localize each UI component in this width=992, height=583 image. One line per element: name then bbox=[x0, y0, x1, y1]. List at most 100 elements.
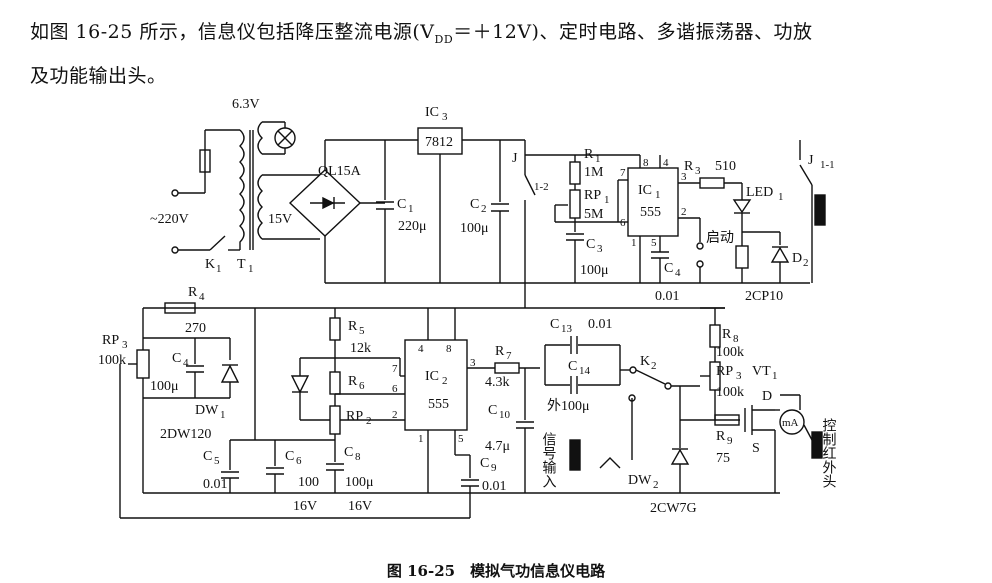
label-c2-sub: 2 bbox=[481, 203, 487, 215]
label-c3-value: 100μ bbox=[580, 263, 609, 278]
label-c1-sub: 1 bbox=[408, 203, 414, 215]
label-led: LED bbox=[746, 185, 773, 200]
label-r4: R bbox=[188, 285, 198, 300]
figure-caption: 图 16-25 模拟气功信息仪电路 bbox=[386, 562, 606, 580]
label-220v: ~220V bbox=[150, 212, 189, 227]
label-c8-value: 100μ bbox=[345, 475, 374, 490]
label-c9: C bbox=[480, 456, 489, 471]
label-ic1-pin7: 7 bbox=[620, 167, 626, 179]
label-control-output: 控制红外头 bbox=[821, 418, 837, 488]
label-ic2: IC bbox=[425, 369, 439, 384]
label-c2-value: 100μ bbox=[460, 221, 489, 236]
label-c8-sub: 8 bbox=[355, 451, 361, 463]
power-supply bbox=[171, 121, 810, 308]
label-r4-value: 270 bbox=[185, 321, 206, 336]
label-c4a-value: 0.01 bbox=[655, 289, 680, 304]
label-c4b: C bbox=[172, 351, 181, 366]
label-ic2-pin1: 1 bbox=[418, 433, 424, 445]
label-ic1-pin1: 1 bbox=[631, 237, 637, 249]
label-c4b-value: 100μ bbox=[150, 379, 179, 394]
label-6v3: 6.3V bbox=[232, 97, 260, 112]
label-rp1-pins: 1-2 bbox=[534, 181, 549, 193]
label-ic1-type: 555 bbox=[640, 205, 661, 220]
intro-text: 如图 16-25 所示，信息仪包括降压整流电源(VDD＝＋12V)、定时电路、多… bbox=[30, 14, 970, 94]
label-rp2-sub: 2 bbox=[366, 415, 372, 427]
label-ic1-pin3: 3 bbox=[681, 171, 687, 183]
label-ic1-sub: 1 bbox=[655, 189, 661, 201]
label-j11: J bbox=[808, 153, 814, 168]
label-c3-sub: 3 bbox=[597, 243, 603, 255]
label-c1: C bbox=[397, 197, 406, 212]
label-ic2-pin6: 6 bbox=[392, 383, 398, 395]
label-vt1: VT bbox=[752, 364, 771, 379]
label-c10: C bbox=[488, 403, 497, 418]
label-ic1-pin5: 5 bbox=[651, 237, 657, 249]
label-c13-value: 0.01 bbox=[588, 317, 613, 332]
label-r6: R bbox=[348, 374, 358, 389]
label-r6-sub: 6 bbox=[359, 380, 365, 392]
label-c6-value: 100 bbox=[298, 475, 319, 490]
label-c1-value: 220μ bbox=[398, 219, 427, 234]
label-rp3-left-value: 100k bbox=[98, 353, 126, 368]
label-led-sub: 1 bbox=[778, 191, 784, 203]
label-ic2-type: 555 bbox=[428, 397, 449, 412]
label-r5-sub: 5 bbox=[359, 325, 365, 337]
label-dw2-sub: 2 bbox=[653, 479, 659, 491]
label-16v-b: 16V bbox=[348, 499, 372, 514]
label-c4b-sub: 4 bbox=[183, 357, 189, 369]
label-d2: D bbox=[792, 251, 802, 266]
label-c9-sub: 9 bbox=[491, 462, 497, 474]
label-ic3: IC bbox=[425, 105, 439, 120]
label-ic1-pin6: 6 bbox=[620, 217, 626, 229]
label-c4a: C bbox=[664, 261, 673, 276]
label-r7-sub: 7 bbox=[506, 350, 512, 362]
label-relay-j: J bbox=[512, 151, 518, 166]
label-c4a-sub: 4 bbox=[675, 267, 681, 279]
label-rp1: RP bbox=[584, 188, 601, 203]
label-ql15a: QL15A bbox=[318, 164, 362, 179]
label-c9-value: 0.01 bbox=[482, 479, 507, 494]
timer-circuit bbox=[525, 140, 826, 283]
label-c10-sub: 10 bbox=[499, 409, 511, 421]
label-7812: 7812 bbox=[425, 135, 453, 150]
diagram-labels: ~220V K 1 T 1 6.3V 15V QL15A IC 3 7812 C… bbox=[98, 97, 837, 516]
label-c14: C bbox=[568, 359, 577, 374]
label-r7: R bbox=[495, 344, 505, 359]
label-start: 启动 bbox=[706, 230, 734, 246]
label-external-input: 信号输入 bbox=[541, 432, 557, 488]
label-16v-a: 16V bbox=[293, 499, 317, 514]
label-c14-sub: 14 bbox=[579, 365, 591, 377]
label-15v: 15V bbox=[268, 212, 292, 227]
label-ic2-pin8: 8 bbox=[446, 343, 452, 355]
label-rp3-right-sub: 3 bbox=[736, 370, 742, 382]
label-ic1: IC bbox=[638, 183, 652, 198]
intro-line-2: 及功能输出头。 bbox=[30, 64, 167, 87]
label-ic2-sub: 2 bbox=[442, 375, 448, 387]
label-r1-sub: 1 bbox=[595, 153, 601, 165]
label-ic2-pin5: 5 bbox=[458, 433, 464, 445]
label-d2-sub: 2 bbox=[803, 257, 809, 269]
label-rp3-right: RP bbox=[716, 364, 733, 379]
label-r9-value: 75 bbox=[716, 451, 730, 466]
intro-line-1: 如图 16-25 所示，信息仪包括降压整流电源(VDD＝＋12V)、定时电路、多… bbox=[30, 21, 813, 46]
label-ic2-pin2: 2 bbox=[392, 409, 398, 421]
label-rp3-left-sub: 3 bbox=[122, 339, 128, 351]
label-rp1-sub: 1 bbox=[604, 194, 610, 206]
label-r4-sub: 4 bbox=[199, 291, 205, 303]
label-ic1-pin8: 8 bbox=[643, 157, 649, 169]
label-rp1-value: 5M bbox=[584, 207, 604, 222]
label-drain: D bbox=[762, 389, 772, 404]
label-c10-value: 4.7μ bbox=[485, 439, 510, 454]
label-ic2-pin4: 4 bbox=[418, 343, 424, 355]
label-rp2: RP bbox=[346, 409, 363, 424]
label-k2: K bbox=[640, 354, 650, 369]
label-k1: K bbox=[205, 257, 215, 272]
label-ic2-pin3: 3 bbox=[470, 357, 476, 369]
label-c14-value: 外100μ bbox=[547, 398, 590, 414]
label-rp3-right-value: 100k bbox=[716, 385, 744, 400]
label-r5-value: 12k bbox=[350, 341, 371, 356]
label-c5-sub: 5 bbox=[214, 455, 220, 467]
label-ic1-pin4: 4 bbox=[663, 157, 669, 169]
label-2dw120: 2DW120 bbox=[160, 427, 211, 442]
label-c6: C bbox=[285, 449, 294, 464]
